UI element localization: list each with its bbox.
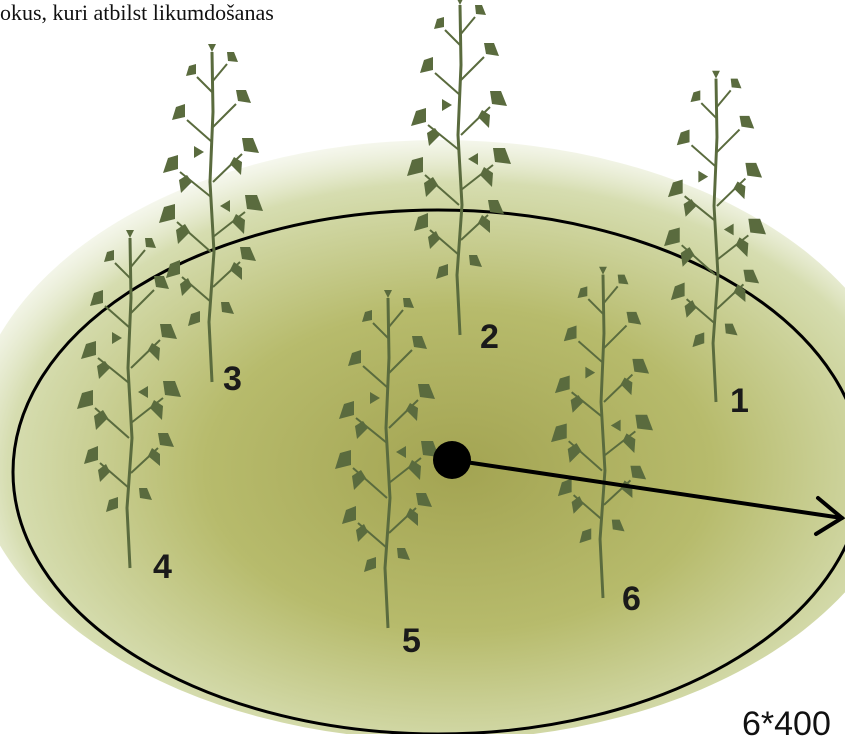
tree-label-6: 6	[622, 580, 641, 618]
center-point-icon	[433, 441, 471, 479]
tree-label-5: 5	[402, 622, 421, 660]
tree-label-4: 4	[153, 548, 172, 586]
tree-label-2: 2	[480, 318, 499, 356]
tree-label-3: 3	[223, 360, 242, 398]
tree-label-1: 1	[730, 382, 749, 420]
formula-text: 6*400	[742, 704, 831, 744]
